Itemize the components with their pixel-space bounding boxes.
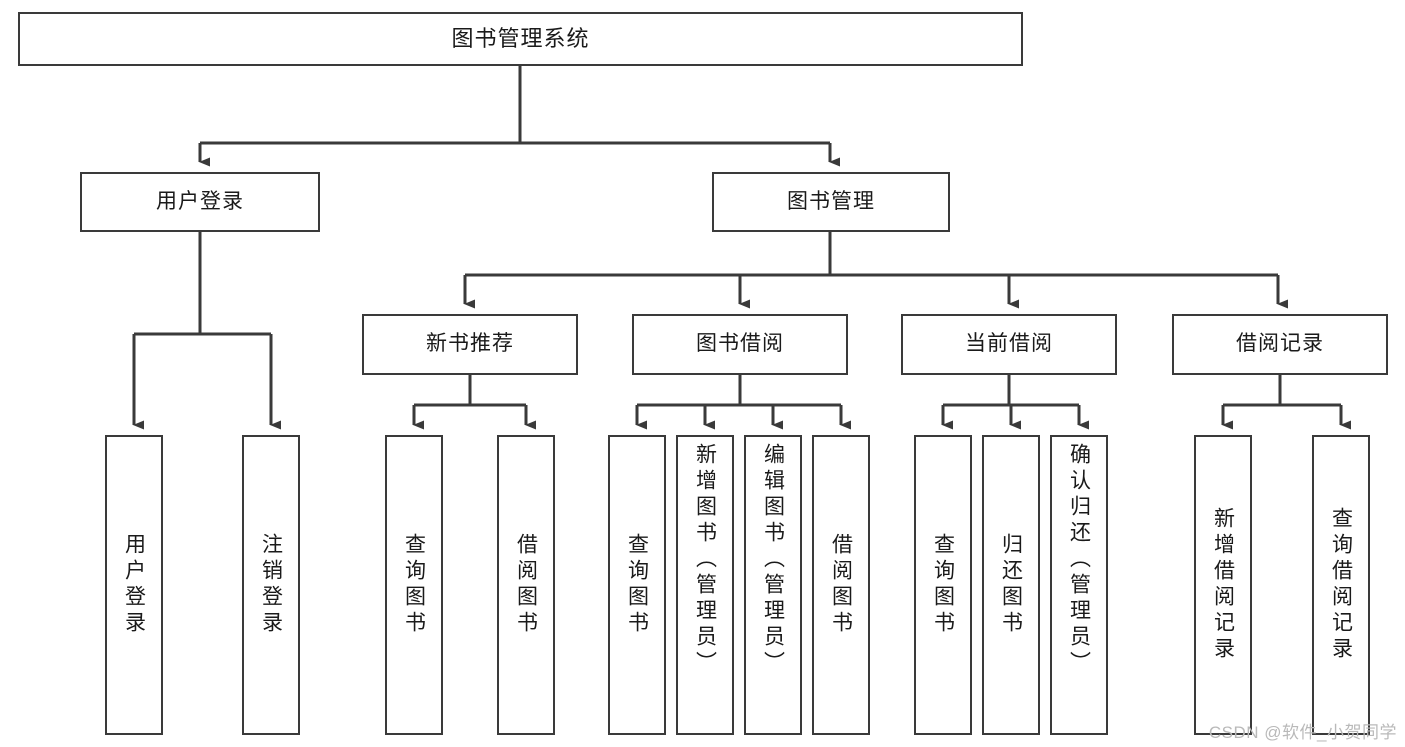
- node-borrow-record[interactable]: 借阅记录: [1172, 314, 1388, 375]
- leaf-record-query-record[interactable]: 查询借阅记录: [1312, 435, 1370, 735]
- node-user-login-label: 用户登录: [156, 189, 244, 213]
- leaf-recommend-borrow-book[interactable]: 借阅图书: [497, 435, 555, 735]
- leaf-borrow-edit-book-admin-label: 编辑图书（管理员）: [761, 443, 785, 677]
- leaf-record-add-record[interactable]: 新增借阅记录: [1194, 435, 1252, 735]
- node-user-login[interactable]: 用户登录: [80, 172, 320, 232]
- leaf-borrow-borrow-book-label: 借阅图书: [829, 533, 853, 637]
- leaf-current-query-book[interactable]: 查询图书: [914, 435, 972, 735]
- leaf-current-confirm-return-admin[interactable]: 确认归还（管理员）: [1050, 435, 1108, 735]
- leaf-recommend-query-book[interactable]: 查询图书: [385, 435, 443, 735]
- leaf-user-login-login[interactable]: 用户登录: [105, 435, 163, 735]
- leaf-record-query-record-label: 查询借阅记录: [1329, 507, 1353, 663]
- leaf-user-login-login-label: 用户登录: [122, 533, 146, 637]
- leaf-user-login-logout-label: 注销登录: [259, 533, 283, 637]
- leaf-current-query-book-label: 查询图书: [931, 533, 955, 637]
- leaf-current-return-book[interactable]: 归还图书: [982, 435, 1040, 735]
- node-root-label: 图书管理系统: [451, 26, 590, 52]
- node-current-borrow[interactable]: 当前借阅: [901, 314, 1117, 375]
- leaf-borrow-query-book-label: 查询图书: [625, 533, 649, 637]
- node-book-management-label: 图书管理: [787, 189, 875, 213]
- node-new-book-recommend[interactable]: 新书推荐: [362, 314, 578, 375]
- leaf-user-login-logout[interactable]: 注销登录: [242, 435, 300, 735]
- leaf-recommend-query-book-label: 查询图书: [402, 533, 426, 637]
- node-book-management[interactable]: 图书管理: [712, 172, 950, 232]
- node-borrow-record-label: 借阅记录: [1236, 332, 1324, 356]
- leaf-borrow-borrow-book[interactable]: 借阅图书: [812, 435, 870, 735]
- csdn-watermark: CSDN @软件_小贺同学: [1208, 723, 1397, 742]
- leaf-record-add-record-label: 新增借阅记录: [1211, 507, 1235, 663]
- node-book-borrow-label: 图书借阅: [696, 332, 784, 356]
- leaf-recommend-borrow-book-label: 借阅图书: [514, 533, 538, 637]
- leaf-borrow-edit-book-admin[interactable]: 编辑图书（管理员）: [744, 435, 802, 735]
- leaf-current-confirm-return-admin-label: 确认归还（管理员）: [1067, 443, 1091, 677]
- node-book-borrow[interactable]: 图书借阅: [632, 314, 848, 375]
- leaf-borrow-add-book-admin-label: 新增图书（管理员）: [693, 443, 717, 677]
- node-current-borrow-label: 当前借阅: [965, 332, 1053, 356]
- node-root[interactable]: 图书管理系统: [18, 12, 1023, 66]
- leaf-borrow-add-book-admin[interactable]: 新增图书（管理员）: [676, 435, 734, 735]
- leaf-borrow-query-book[interactable]: 查询图书: [608, 435, 666, 735]
- leaf-current-return-book-label: 归还图书: [999, 533, 1023, 637]
- node-new-book-recommend-label: 新书推荐: [426, 332, 514, 356]
